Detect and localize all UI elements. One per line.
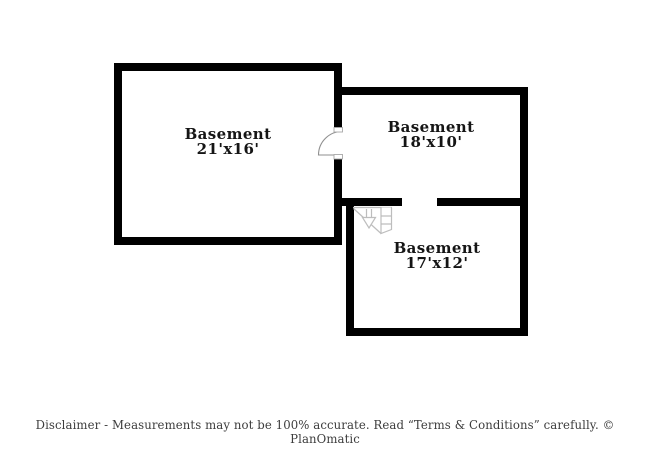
room-dimensions: 21'x16' [196,140,260,158]
room-basement-large: Basement 21'x16' [114,63,342,245]
room-basement-upper: Basement 18'x10' [334,87,528,206]
room-basement-lower: Basement 17'x12' [346,198,528,336]
room-name: Basement [387,118,475,136]
room-name: Basement [393,239,481,257]
passage-opening [402,198,437,206]
room-label: Basement 17'x12' [354,241,520,271]
room-dimensions: 17'x12' [405,254,469,272]
room-dimensions: 18'x10' [399,133,463,151]
room-name: Basement [184,125,272,143]
door-opening [333,131,343,155]
room-label: Basement 18'x10' [342,120,520,150]
disclaimer-text: Disclaimer - Measurements may not be 100… [35,418,615,446]
room-label: Basement 21'x16' [122,127,334,157]
